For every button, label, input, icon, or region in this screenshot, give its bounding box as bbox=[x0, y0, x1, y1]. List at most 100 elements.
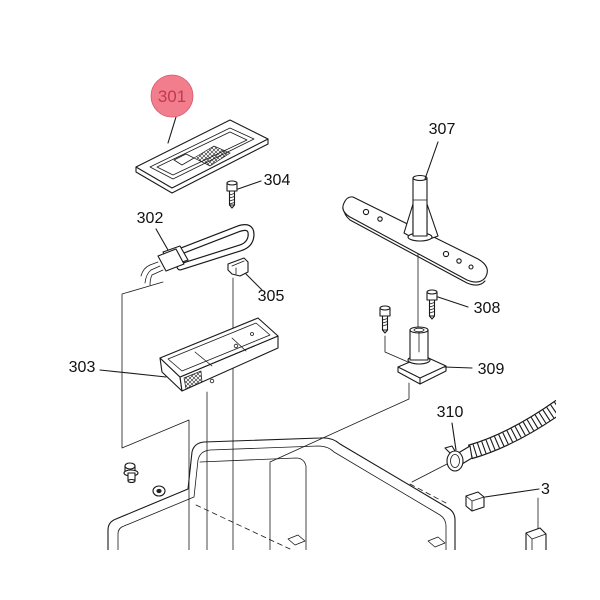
callout-307-label: 307 bbox=[429, 121, 456, 138]
screw-308-threads bbox=[429, 302, 435, 314]
clip-305-detail bbox=[231, 260, 245, 275]
heater-flange bbox=[157, 248, 185, 272]
screw-308-shaft bbox=[428, 299, 436, 317]
part-305-clip[interactable] bbox=[227, 257, 249, 277]
bolt-tip bbox=[127, 478, 136, 484]
part-301-filter[interactable] bbox=[135, 119, 269, 194]
leader-308 bbox=[437, 296, 469, 308]
part-307-bracket[interactable] bbox=[342, 174, 488, 286]
washer-left[interactable] bbox=[152, 485, 166, 497]
callout-3-partial-label: 3 bbox=[541, 481, 550, 498]
heater-wires bbox=[140, 264, 153, 286]
callout-308[interactable]: 308 bbox=[474, 300, 501, 317]
leader-3-partial bbox=[484, 488, 540, 498]
assembly-line-hose bbox=[411, 463, 448, 483]
callout-302-label: 302 bbox=[137, 210, 164, 227]
callout-307[interactable]: 307 bbox=[429, 121, 456, 138]
bracket-hole-2 bbox=[377, 216, 383, 222]
leader-303 bbox=[99, 369, 167, 378]
callout-304-label: 304 bbox=[264, 172, 291, 189]
leader-305 bbox=[245, 273, 263, 291]
leader-310 bbox=[451, 422, 457, 451]
assembly-line-heater bbox=[121, 281, 190, 550]
part-310-clamp-hose[interactable] bbox=[444, 399, 560, 472]
leader-307 bbox=[424, 141, 439, 180]
bracket-post bbox=[412, 177, 428, 237]
diagram-area: 301 302 303 304 305 307 308 309 310 3 bbox=[69, 74, 560, 550]
part-303-tray[interactable] bbox=[159, 317, 279, 392]
screw-308-tip bbox=[428, 315, 436, 320]
tub-hidden-line-left bbox=[195, 504, 291, 550]
leader-309 bbox=[443, 366, 473, 369]
part-309-base[interactable] bbox=[397, 326, 447, 385]
filter-mesh bbox=[193, 145, 231, 167]
bracket-hole-4 bbox=[456, 258, 462, 264]
screw-308-head-top bbox=[426, 289, 438, 295]
clamp-tab bbox=[444, 445, 456, 454]
tub-outline bbox=[107, 437, 456, 550]
tray-hole-3 bbox=[250, 332, 254, 336]
washer-hole bbox=[156, 488, 162, 494]
leader-304 bbox=[237, 180, 262, 190]
filter-inner-frame bbox=[149, 127, 255, 180]
callout-309[interactable]: 309 bbox=[478, 361, 505, 378]
clamp-ring bbox=[446, 450, 464, 472]
callout-305-label: 305 bbox=[258, 288, 285, 305]
tray-hole-1 bbox=[209, 378, 215, 384]
screw-304-threads bbox=[229, 193, 235, 205]
bottom-right-bracket bbox=[525, 527, 547, 550]
screw-309-head-top bbox=[379, 305, 391, 311]
leader-302 bbox=[155, 228, 169, 251]
hose-ribs bbox=[468, 401, 556, 459]
clip-right-body bbox=[465, 491, 485, 512]
tray-mesh bbox=[183, 370, 203, 390]
callout-302[interactable]: 302 bbox=[137, 210, 164, 227]
screw-309-threads bbox=[382, 318, 388, 327]
tub-corner-block bbox=[427, 536, 446, 548]
part-308-screw[interactable] bbox=[426, 289, 438, 320]
bracket-post-top bbox=[412, 174, 428, 182]
filter-inner-frame-2 bbox=[156, 131, 248, 176]
bracket-bottom-right bbox=[525, 527, 547, 550]
filter-rim-thickness bbox=[135, 138, 269, 194]
callout-305[interactable]: 305 bbox=[258, 288, 285, 305]
callout-3-partial[interactable]: 3 bbox=[541, 481, 550, 498]
hose-core bbox=[468, 401, 556, 459]
tub-hidden-line-right bbox=[409, 483, 447, 504]
screw-304-tip bbox=[228, 204, 236, 209]
bracket-gusset-left bbox=[403, 203, 414, 239]
clip-right-detail bbox=[465, 495, 485, 512]
clip-305-body bbox=[227, 257, 249, 277]
callout-308-label: 308 bbox=[474, 300, 501, 317]
part-304-screw[interactable] bbox=[226, 180, 238, 209]
callout-301[interactable]: 301 bbox=[150, 74, 194, 118]
callout-301-label: 301 bbox=[158, 87, 186, 106]
tub-inner-rim bbox=[117, 445, 447, 550]
part-3-clip[interactable] bbox=[465, 491, 485, 512]
tub-small-block bbox=[287, 534, 306, 546]
callout-310[interactable]: 310 bbox=[437, 404, 464, 421]
callout-309-label: 309 bbox=[478, 361, 505, 378]
callout-303-label: 303 bbox=[69, 359, 96, 376]
tray-hole-2 bbox=[233, 343, 239, 349]
leader-301 bbox=[167, 116, 177, 144]
screw-309-left[interactable] bbox=[379, 305, 391, 334]
filter-slot bbox=[173, 153, 195, 166]
part-302-heater[interactable] bbox=[140, 224, 255, 286]
heater-tube-core bbox=[173, 225, 254, 270]
callout-303[interactable]: 303 bbox=[69, 359, 96, 376]
assembly-line-base bbox=[269, 382, 410, 550]
leader-lines bbox=[99, 116, 540, 498]
callout-304[interactable]: 304 bbox=[264, 172, 291, 189]
bracket-hole-3 bbox=[442, 250, 450, 258]
tray-inner-rim bbox=[167, 322, 271, 372]
tray-top bbox=[159, 317, 279, 378]
bracket-bottom-right-edge bbox=[525, 532, 547, 550]
bolt-head-top bbox=[124, 462, 136, 470]
assembly-line-screw bbox=[384, 335, 409, 363]
clamp-ring-inner bbox=[450, 454, 460, 468]
bolt-left[interactable] bbox=[123, 462, 139, 484]
screw-309-tip bbox=[381, 329, 389, 334]
tray-dividers bbox=[194, 337, 247, 367]
